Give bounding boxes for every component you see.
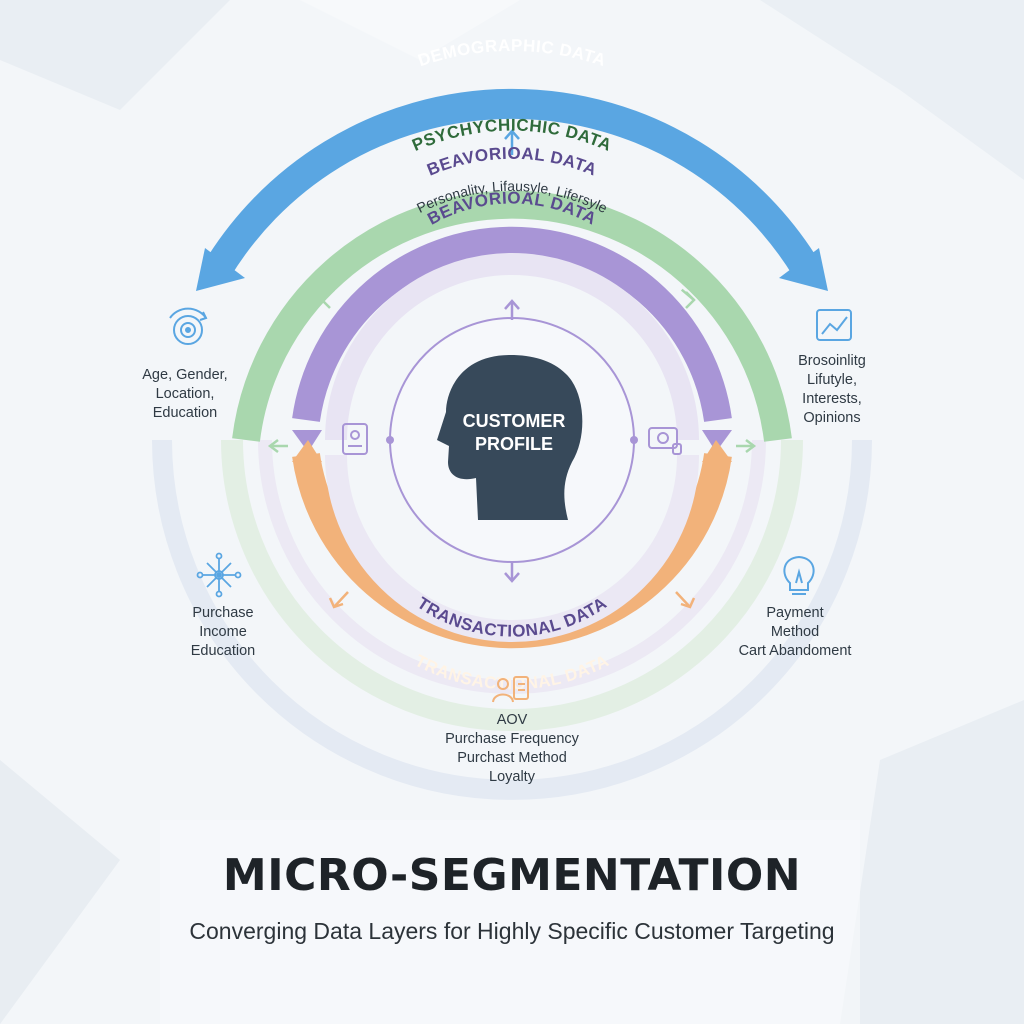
- page-title: MICRO-SEGMENTATION: [222, 850, 802, 901]
- demographic-arrow-right: [779, 248, 828, 291]
- label-right-top: Brosoinlitg Lifutyle, Interests, Opinion…: [798, 353, 866, 426]
- label-right-bottom: Payment Method Cart Abandoment: [738, 605, 852, 659]
- chart-icon: [816, 309, 852, 341]
- green-lower-ring: [221, 439, 803, 731]
- transactional-down-arrow: [504, 562, 520, 583]
- user-document-icon: [492, 676, 529, 703]
- orange-side-arrows: [328, 591, 696, 609]
- bg-facet: [0, 0, 230, 110]
- profile-card-icon: [342, 423, 368, 455]
- lavender-lower-ring: [258, 439, 766, 694]
- transactional-arrow-left: [292, 440, 322, 462]
- demographic-up-arrow: [504, 129, 520, 155]
- head-silhouette: [437, 355, 583, 520]
- behavioral-arrow-right: [702, 430, 732, 452]
- behavioral-arrow-left: [292, 430, 322, 452]
- demographic-label: DEMOGRAPHIC DATA: [416, 36, 609, 70]
- bg-facet: [760, 0, 1024, 180]
- bg-facet: [300, 0, 520, 60]
- outer-lower-ring: [152, 439, 872, 800]
- transactional-arrow-right: [702, 440, 732, 462]
- circle-node-right: [630, 436, 638, 444]
- demographic-arc: [204, 88, 820, 278]
- green-side-arrows: [267, 288, 757, 453]
- label-bottom: AOV Purchase Frequency Purchast Method L…: [445, 712, 579, 785]
- bg-facet: [840, 700, 1024, 1024]
- bg-facet: [160, 820, 860, 1024]
- center-line-2: PROFILE: [475, 434, 553, 454]
- lightbulb-icon: [783, 555, 815, 595]
- target-icon: [169, 307, 208, 345]
- circle-node-left: [386, 436, 394, 444]
- behavioral-up-arrow: [504, 299, 520, 320]
- behavioral-arc-outer: [292, 226, 732, 422]
- behavioral-label-outer: BEAVORIOAL DATA: [424, 144, 599, 180]
- psychographic-arc: [232, 190, 792, 442]
- label-left-bottom: Purchase Income Education: [190, 605, 256, 659]
- demographic-arrow-left: [196, 248, 245, 291]
- behavioral-arc-inner: [325, 253, 699, 441]
- page-subtitle: Converging Data Layers for Highly Specif…: [189, 918, 835, 944]
- network-icon: [196, 552, 242, 598]
- label-left-top: Age, Gender, Location, Education: [142, 367, 228, 421]
- center-line-1: CUSTOMER: [463, 411, 566, 431]
- transactional-inner-band: [325, 454, 699, 642]
- money-icon: [648, 427, 682, 455]
- bg-facet: [0, 760, 120, 1024]
- transactional-label-outer: TRANSACTIONAL DATA: [412, 651, 612, 693]
